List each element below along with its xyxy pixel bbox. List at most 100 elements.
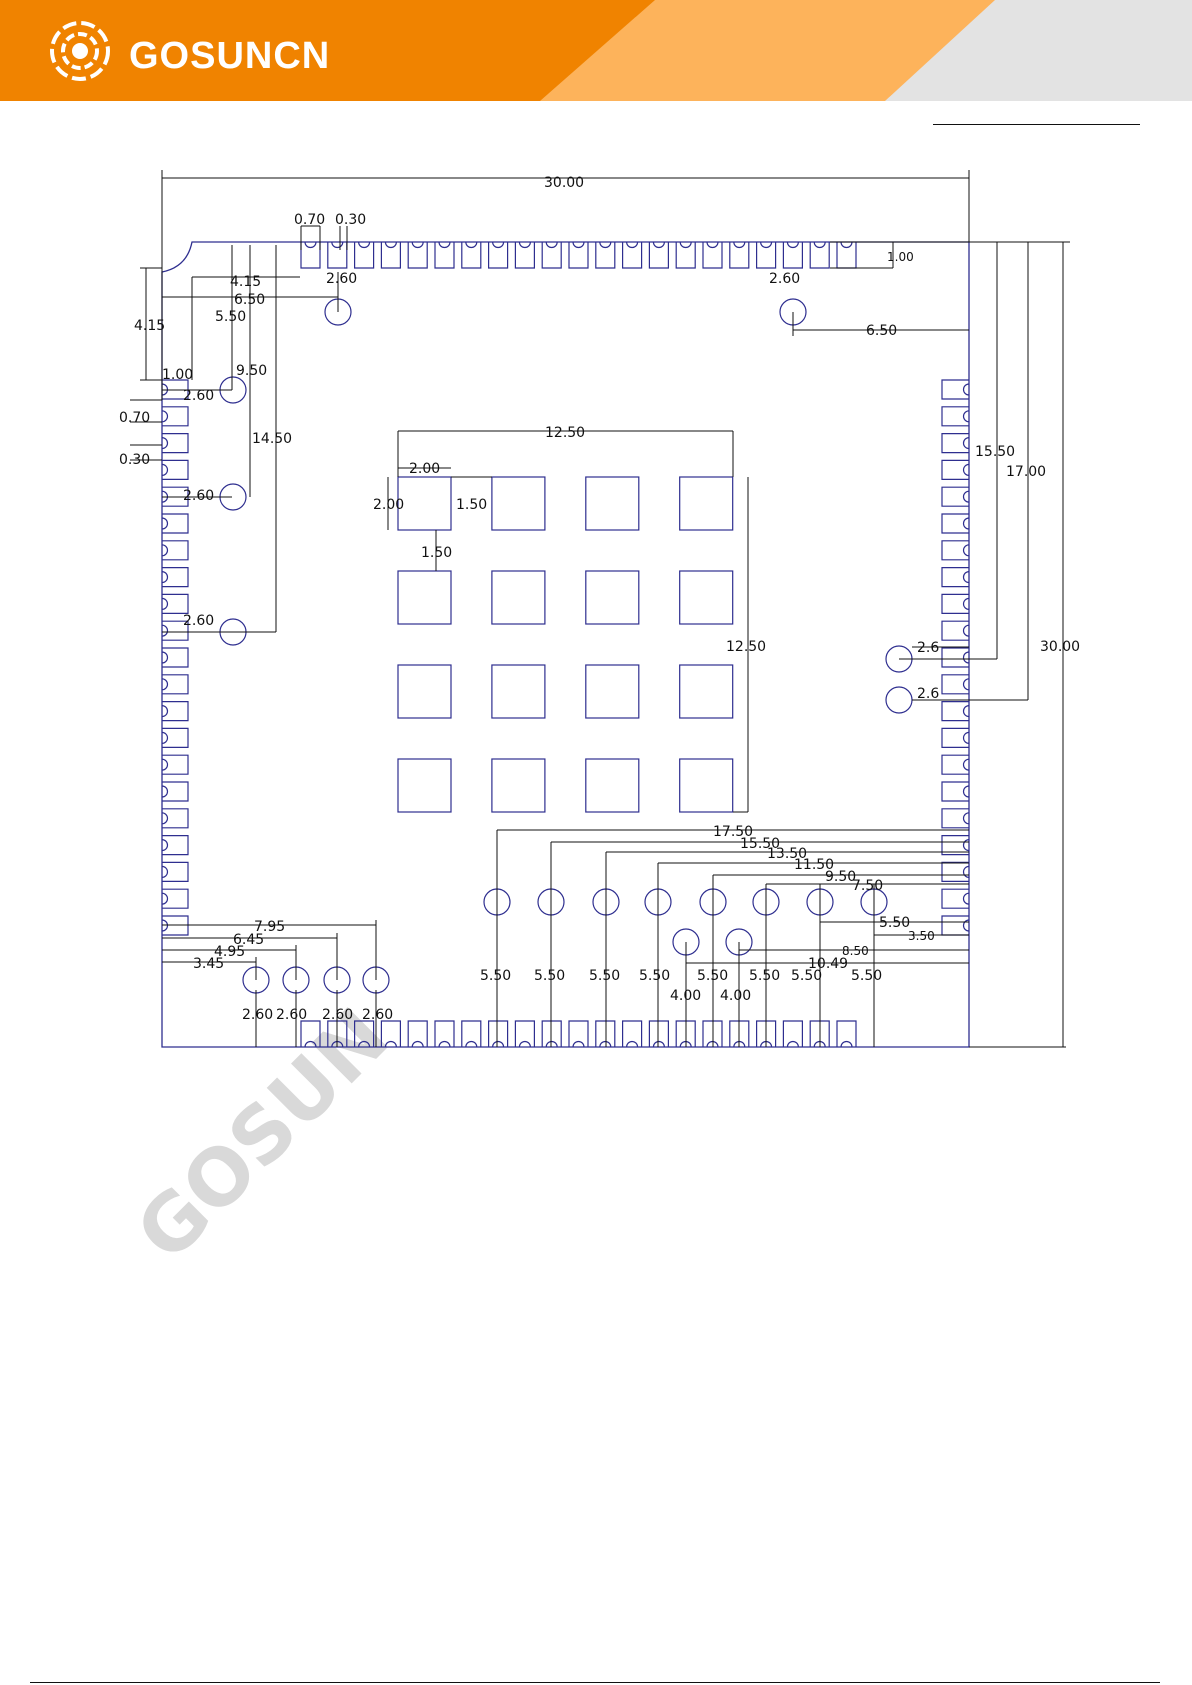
top-pad-notch	[840, 241, 853, 249]
bottom-pad	[461, 1020, 482, 1047]
left-pad	[162, 754, 189, 775]
bottom-pad	[568, 1020, 589, 1047]
grid-pad	[679, 664, 734, 719]
left-pad-notch	[161, 812, 169, 825]
dim-bottom-5-50-8: 5.50	[851, 968, 882, 984]
bottom-pad-notch	[599, 1040, 612, 1048]
bottom-pad-notch	[411, 1040, 424, 1048]
right-pad	[941, 620, 969, 641]
right-pad-notch	[962, 839, 970, 852]
right-pad	[941, 781, 969, 802]
top-pad-notch	[411, 241, 424, 249]
right-pad-notch	[962, 731, 970, 744]
bottom-pad-notch	[358, 1040, 371, 1048]
dim-tl-14-50: 14.50	[252, 431, 292, 447]
top-pad	[514, 242, 535, 269]
right-pad	[941, 540, 969, 561]
gosuncn-orbit-icon	[50, 21, 110, 81]
dim-via-tr: 2.60	[769, 271, 800, 287]
bottom-pad	[300, 1020, 321, 1047]
left-pad-notch	[161, 544, 169, 557]
bottom-pad-notch	[304, 1040, 317, 1048]
top-pad	[595, 242, 616, 269]
right-pad	[941, 701, 969, 722]
left-pad	[162, 861, 189, 882]
top-pad	[702, 242, 723, 269]
right-pad	[941, 754, 969, 775]
dim-tl-4-15: 4.15	[230, 274, 261, 290]
dim-via-tl: 2.60	[326, 271, 357, 287]
top-pad-notch	[652, 241, 665, 249]
left-pad-notch	[161, 410, 169, 423]
top-pad	[541, 242, 562, 269]
right-pad	[941, 513, 969, 534]
dim-br-9-50: 9.50	[825, 869, 856, 885]
pad-layer	[161, 241, 970, 1048]
left-pad-notch	[161, 571, 169, 584]
dim-r-17-00: 17.00	[1006, 464, 1046, 480]
dim-bottom-5-50-2: 5.50	[534, 968, 565, 984]
bottom-pad	[434, 1020, 455, 1047]
top-pad-notch	[760, 241, 773, 249]
right-pad-notch	[962, 651, 970, 664]
left-pad	[162, 620, 189, 641]
right-pad	[941, 888, 969, 909]
bottom-pad-notch	[572, 1040, 585, 1048]
dim-left-pad-width: 0.70	[119, 410, 150, 426]
top-pad-notch	[706, 241, 719, 249]
dim-br-10-49: 10.49	[808, 956, 848, 972]
dim-bottom-4-00-1: 4.00	[670, 988, 701, 1004]
top-pad-notch	[518, 241, 531, 249]
left-pad-notch	[161, 678, 169, 691]
bottom-pad	[622, 1020, 643, 1047]
bottom-pad-notch	[840, 1040, 853, 1048]
bottom-pad-notch	[545, 1040, 558, 1048]
right-pad-notch	[962, 383, 970, 396]
bottom-pad	[836, 1020, 857, 1047]
left-pad	[162, 406, 189, 427]
left-pad-notch	[161, 758, 169, 771]
right-pad	[941, 647, 969, 668]
right-pad-notch	[962, 705, 970, 718]
dim-bottom-5-50-1: 5.50	[480, 968, 511, 984]
grid-pad	[679, 476, 734, 531]
grid-pad	[397, 570, 452, 625]
dim-grid-pad-w: 2.00	[409, 461, 440, 477]
bottom-pad-notch	[518, 1040, 531, 1048]
bottom-pad	[488, 1020, 509, 1047]
dim-br-13-50: 13.50	[767, 846, 807, 862]
left-pad-notch	[161, 865, 169, 878]
dim-bottom-5-50-6: 5.50	[749, 968, 780, 984]
grid-pad	[679, 758, 734, 813]
grid-pad	[585, 570, 640, 625]
header-rule	[933, 124, 1140, 125]
dim-corner-v: 4.15	[134, 318, 165, 334]
dim-tl-5-50: 5.50	[215, 309, 246, 325]
dim-via-l3: 2.60	[183, 613, 214, 629]
top-pad-notch	[331, 241, 344, 249]
header-orange-band	[0, 0, 655, 101]
dim-bottom-4-00-2: 4.00	[720, 988, 751, 1004]
bottom-pad-notch	[626, 1040, 639, 1048]
dim-via-l1: 2.60	[183, 388, 214, 404]
bottom-pad-notch	[384, 1040, 397, 1048]
right-pad-notch	[962, 463, 970, 476]
grid-pad	[491, 758, 546, 813]
right-pad	[941, 593, 969, 614]
dim-via-r1: 2.6	[917, 640, 939, 656]
top-pad	[461, 242, 482, 269]
bottom-pad	[595, 1020, 616, 1047]
left-pad	[162, 567, 189, 588]
dim-bl-6-45: 6.45	[233, 932, 264, 948]
right-pad-notch	[962, 490, 970, 503]
dim-r-15-50: 15.50	[975, 444, 1015, 460]
top-pad	[354, 242, 375, 269]
top-pad-notch	[679, 241, 692, 249]
right-pad-notch	[962, 437, 970, 450]
dim-br-7-50: 7.50	[852, 878, 883, 894]
dim-br-3-50: 3.50	[908, 929, 935, 943]
top-pad	[327, 242, 348, 269]
grid-pad	[397, 664, 452, 719]
grid-pad	[585, 664, 640, 719]
top-pad	[675, 242, 696, 269]
